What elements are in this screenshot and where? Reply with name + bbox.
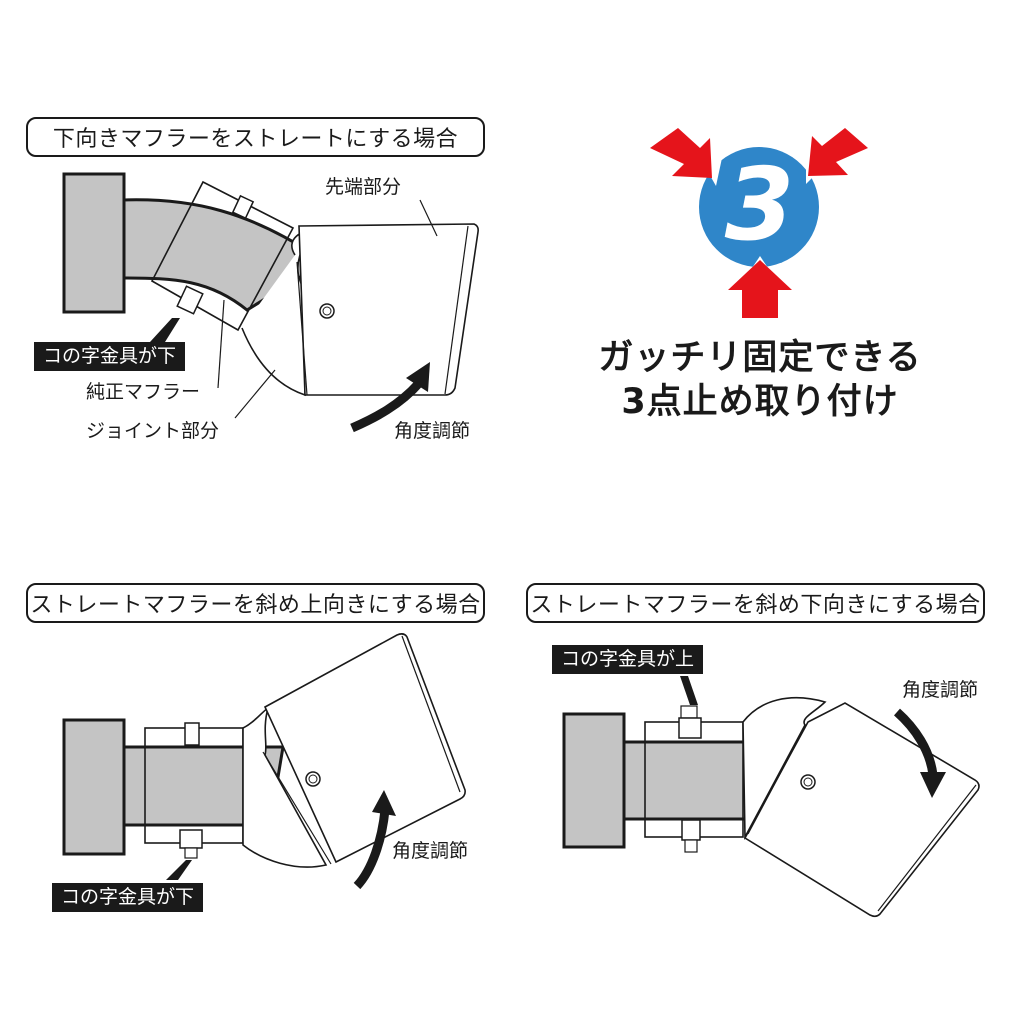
panel-title-straight-to-up: ストレートマフラーを斜め上向きにする場合 [26, 583, 485, 623]
headline: ガッチリ固定できる 3点止め取り付け [585, 337, 935, 425]
bottom-right-muffler-drawing [562, 676, 980, 918]
label-stock-muffler: 純正マフラー [86, 381, 201, 403]
label-angle-adjust: 角度調節 [902, 679, 979, 701]
label-angle-adjust: 角度調節 [392, 840, 469, 862]
panel-title-straight-to-down: ストレートマフラーを斜め下向きにする場合 [526, 583, 985, 623]
headline-line-2: 3点止め取り付け [621, 381, 899, 422]
badge-bracket-down: コの字金具が下 [34, 342, 186, 371]
red-arrows [650, 128, 868, 318]
top-left-muffler-drawing [62, 172, 479, 433]
label-tip-part: 先端部分 [325, 176, 402, 198]
badge-bracket-up: コの字金具が上 [552, 645, 704, 674]
headline-line-1: ガッチリ固定できる [598, 338, 922, 378]
label-joint-part: ジョイント部分 [86, 420, 220, 442]
bottom-left-muffler-drawing [62, 633, 466, 890]
badge-bracket-down: コの字金具が下 [52, 883, 204, 912]
three-number: 3 [724, 146, 795, 263]
label-angle-adjust: 角度調節 [394, 420, 471, 442]
panel-title-downward-to-straight: 下向きマフラーをストレートにする場合 [26, 117, 485, 157]
